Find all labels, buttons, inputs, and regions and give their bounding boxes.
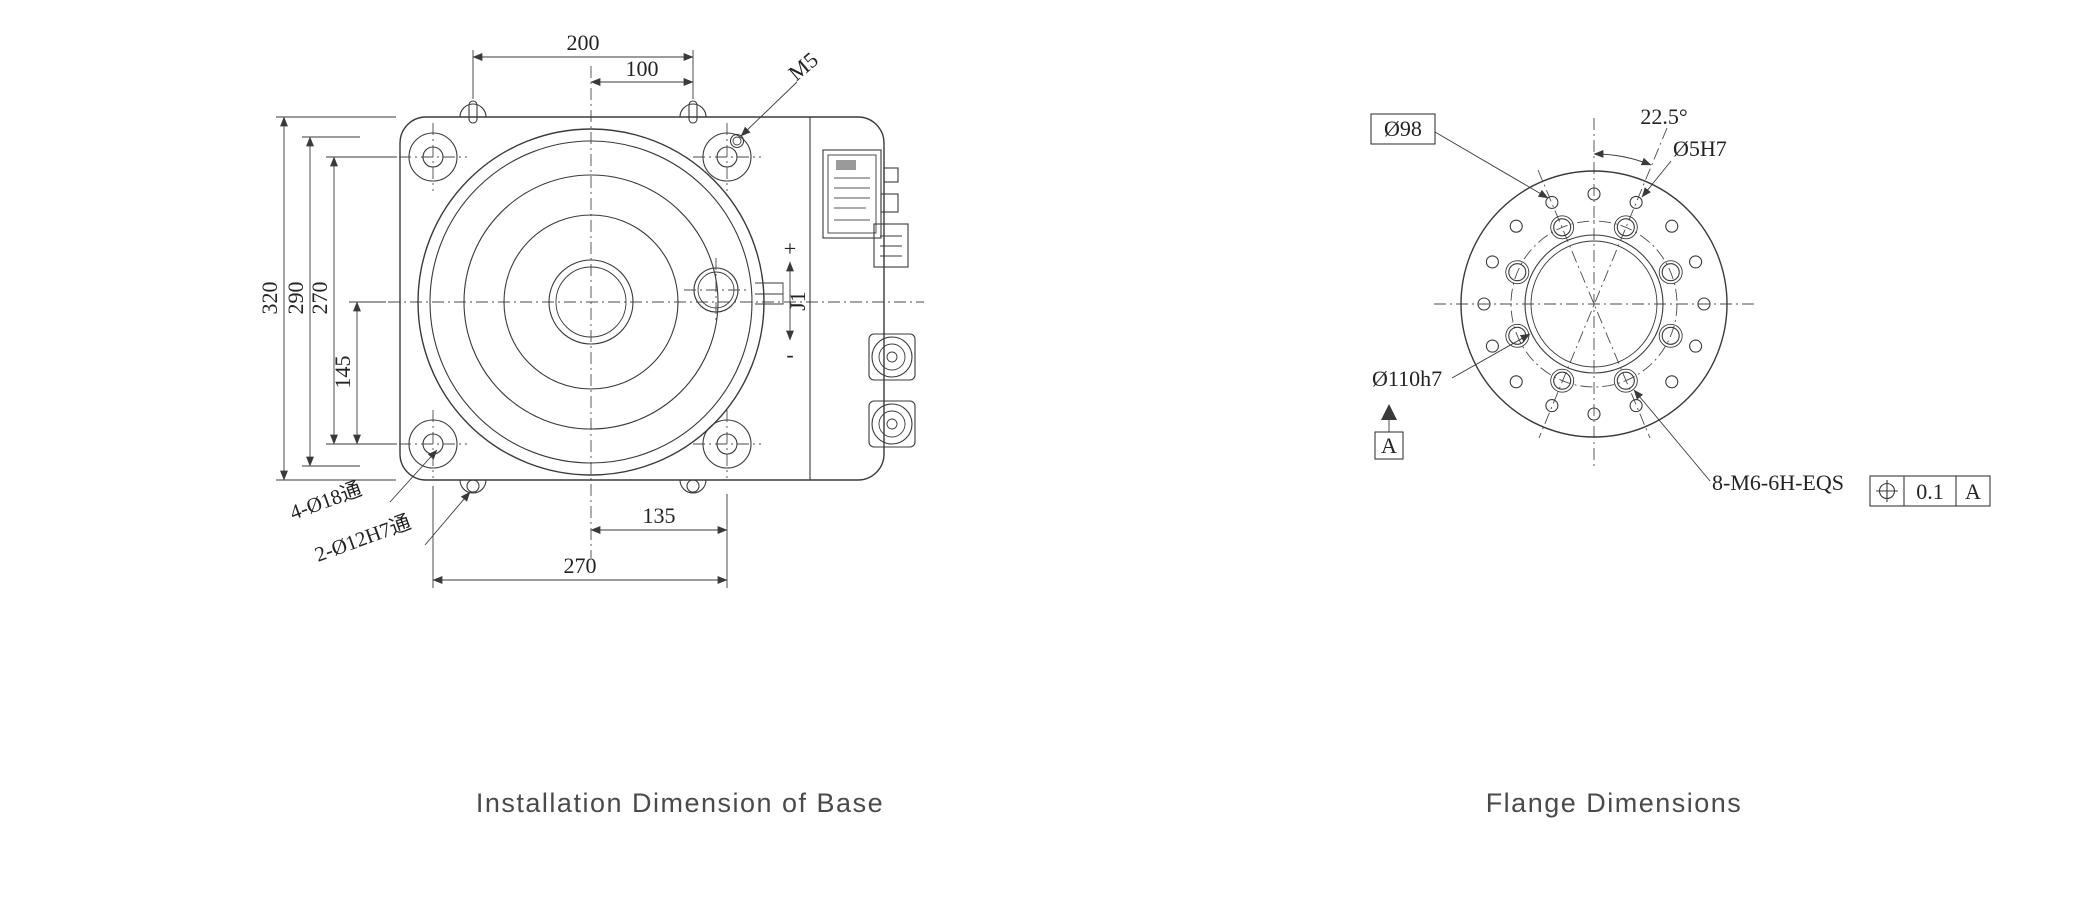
base-main-circles (417, 128, 765, 476)
name-plate (822, 149, 882, 239)
mount-holes-label: 4-Ø18通 (287, 477, 365, 525)
round-connector-1 (868, 333, 916, 381)
dim-270-horizontal: 270 (432, 486, 728, 588)
dim-145-label: 145 (330, 356, 355, 389)
tolerance-datum: A (1965, 479, 1981, 504)
flange-centerlines (1434, 118, 1754, 470)
dim-135-label: 135 (643, 503, 676, 528)
base-corner-ears (399, 123, 761, 478)
flange-drawing: 22.5° Ø98 Ø5H7 Ø110h7 A 8-M6 (1370, 104, 1991, 507)
dim-100: 100 (590, 56, 694, 86)
base-zero-notch (755, 282, 784, 305)
spigot-label: Ø110h7 (1372, 366, 1442, 391)
dim-135: 135 (590, 494, 728, 588)
dim-145: 145 (330, 301, 386, 445)
datum-symbol: A (1374, 404, 1404, 460)
dim-100-label: 100 (626, 56, 659, 81)
position-symbol-icon (1876, 480, 1898, 502)
tolerance-value: 0.1 (1916, 479, 1944, 504)
j1-axis-indicator: + - J1 (784, 236, 810, 367)
dim-270-vertical: 270 (307, 156, 397, 445)
pin-hole-label: Ø5H7 (1673, 136, 1727, 161)
j1-minus-label: - (786, 342, 793, 367)
dim-m5-label: M5 (783, 47, 822, 86)
callout-pin-hole: Ø5H7 (1641, 136, 1727, 198)
dim-m5: M5 (740, 47, 823, 137)
dim-200-label: 200 (567, 30, 600, 55)
datum-label: A (1381, 433, 1397, 458)
dim-200: 200 (472, 30, 694, 99)
flange-circles (1460, 170, 1728, 438)
dim-270h-label: 270 (564, 553, 597, 578)
dim-270v-label: 270 (307, 282, 332, 315)
pin-holes-label: 2-Ø12H7通 (312, 510, 414, 567)
callout-mount-holes: 4-Ø18通 (287, 449, 438, 525)
callout-bolt-circle: Ø98 (1370, 113, 1549, 199)
bolt-spec-label: 8-M6-6H-EQS (1712, 470, 1844, 495)
bolt-circle-label: Ø98 (1384, 116, 1422, 141)
base-drawing-caption: Installation Dimension of Base (475, 788, 885, 818)
dim-320: 320 (257, 116, 396, 481)
callout-bolt-spec: 8-M6-6H-EQS 0.1 A (1633, 389, 1991, 507)
round-connector-2 (868, 400, 916, 448)
dim-angle-label: 22.5° (1640, 104, 1687, 129)
base-body-outline (399, 100, 885, 494)
position-tolerance-frame: 0.1 A (1869, 475, 1991, 507)
dim-290: 290 (283, 136, 360, 467)
dim-angle: 22.5° (1593, 104, 1688, 166)
flange-drawing-caption: Flange Dimensions (1485, 788, 1743, 818)
callout-spigot: Ø110h7 A (1372, 333, 1531, 460)
base-drawing: + - J1 200 100 M5 320 (257, 30, 924, 588)
base-locating-boss (684, 258, 748, 322)
j1-plus-label: + (784, 236, 796, 261)
base-centerlines (388, 66, 924, 558)
dim-290-label: 290 (283, 282, 308, 315)
base-connectors (868, 167, 916, 448)
j1-axis-label: J1 (785, 291, 810, 311)
dim-320-label: 320 (257, 282, 282, 315)
